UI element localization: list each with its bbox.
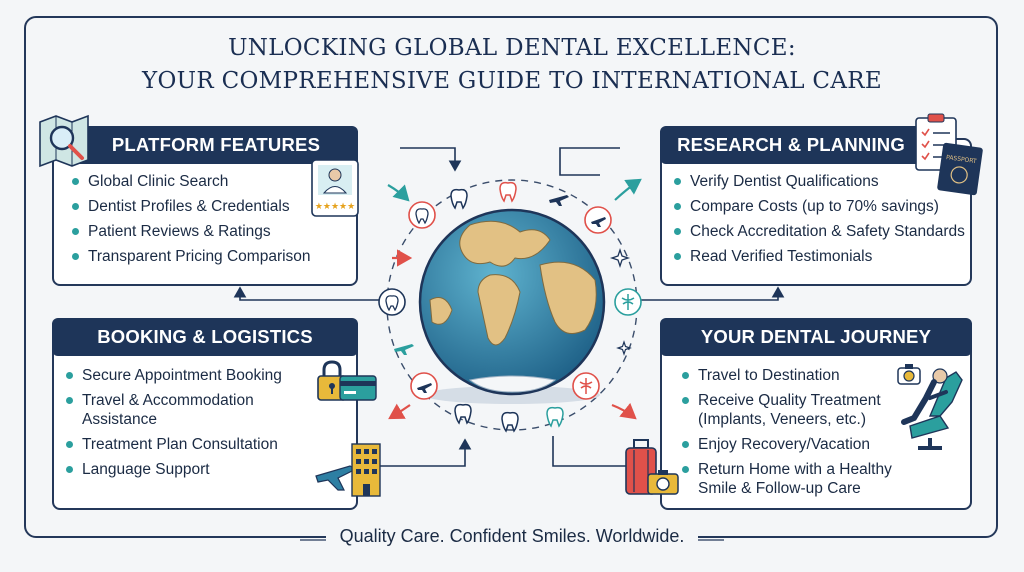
- tagline-text: Quality Care. Confident Smiles. Worldwid…: [325, 526, 699, 547]
- list-item: Language Support: [62, 460, 282, 479]
- panel-research-heading: RESEARCH & PLANNING: [660, 126, 922, 164]
- airplane-icon: [549, 195, 569, 206]
- panel-journey-heading: YOUR DENTAL JOURNEY: [660, 318, 972, 356]
- list-item: Treatment Plan Consultation: [62, 435, 282, 454]
- tooth-icon: [501, 411, 519, 433]
- sparkle-icon: [616, 340, 632, 356]
- flow-arrow-teal-2: [614, 178, 642, 201]
- list-item: Dentist Profiles & Credentials: [68, 197, 348, 216]
- list-item: Enjoy Recovery/Vacation: [678, 435, 906, 454]
- list-item: Transparent Pricing Comparison: [68, 247, 348, 266]
- panel-journey-body: Travel to Destination Receive Quality Tr…: [660, 330, 972, 510]
- connector-globe-to-platform: [233, 286, 380, 301]
- list-item: Patient Reviews & Ratings: [68, 222, 348, 241]
- tooth-icon: [450, 188, 468, 210]
- airplane-icon: [584, 206, 612, 234]
- list-item: Compare Costs (up to 70% savings): [670, 197, 970, 216]
- list-item: Travel & Accommodation Assistance: [62, 391, 282, 429]
- list-item: Read Verified Testimonials: [670, 247, 970, 266]
- panel-booking-heading: BOOKING & LOGISTICS: [52, 318, 358, 356]
- connector-globe-to-research-bottom: [640, 286, 785, 301]
- list-item: Receive Quality Treatment (Implants, Ven…: [678, 391, 906, 429]
- connector-globe-to-research: [559, 147, 620, 176]
- caduceus-icon: [614, 288, 642, 316]
- title-line-1: UNLOCKING GLOBAL DENTAL EXCELLENCE:: [228, 35, 796, 61]
- tooth-icon: [454, 403, 472, 425]
- research-list: Verify Dentist Qualifications Compare Co…: [670, 172, 970, 266]
- tooth-icon: [408, 201, 436, 229]
- flow-arrow-red-2: [388, 403, 411, 420]
- list-item: Secure Appointment Booking: [62, 366, 282, 385]
- list-item: Check Accreditation & Safety Standards: [670, 222, 970, 241]
- flow-arrow-teal-1: [387, 184, 410, 202]
- flow-arrow-red-3: [611, 402, 637, 420]
- page-title: UNLOCKING GLOBAL DENTAL EXCELLENCE: YOUR…: [0, 32, 1024, 98]
- panel-platform-body: Global Clinic Search Dentist Profiles & …: [52, 138, 358, 286]
- connector-globe-to-journey: [552, 436, 642, 473]
- title-line-2: YOUR COMPREHENSIVE GUIDE TO INTERNATIONA…: [142, 68, 882, 94]
- platform-feature-list: Global Clinic Search Dentist Profiles & …: [68, 172, 348, 266]
- tooth-icon: [499, 181, 517, 203]
- caduceus-icon: [572, 372, 600, 400]
- list-item: Return Home with a Healthy Smile & Follo…: [678, 460, 906, 498]
- panel-research-body: Verify Dentist Qualifications Compare Co…: [660, 138, 972, 286]
- connector-platform-to-globe: [400, 147, 462, 172]
- airplane-icon: [394, 344, 414, 355]
- list-item: Travel to Destination: [678, 366, 906, 385]
- connector-booking-to-globe: [380, 438, 472, 467]
- panel-booking-logistics: [52, 330, 358, 510]
- list-item: Verify Dentist Qualifications: [670, 172, 970, 191]
- panel-platform-heading: PLATFORM FEATURES: [74, 126, 358, 164]
- booking-list: Secure Appointment Booking Travel & Acco…: [62, 366, 282, 479]
- airplane-icon: [410, 372, 438, 400]
- list-item: Global Clinic Search: [68, 172, 348, 191]
- tooth-icon: [378, 288, 406, 316]
- journey-list: Travel to Destination Receive Quality Tr…: [678, 366, 906, 498]
- tooth-icon: [546, 406, 564, 428]
- panel-booking-body: Secure Appointment Booking Travel & Acco…: [52, 330, 358, 510]
- globe-icon: [418, 208, 606, 404]
- tagline: Quality Care. Confident Smiles. Worldwid…: [0, 526, 1024, 547]
- sparkle-icon: [609, 247, 631, 269]
